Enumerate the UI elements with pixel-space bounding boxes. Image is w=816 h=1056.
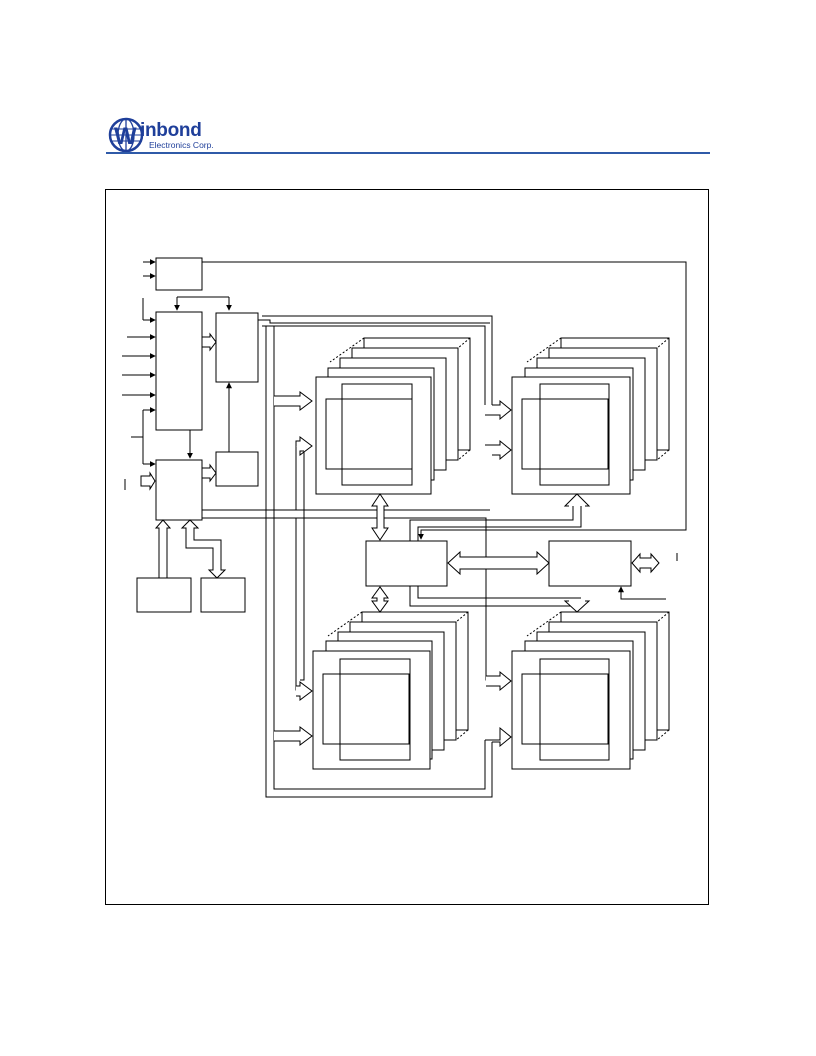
control-logic-block — [155, 311, 203, 431]
row-decoder-block — [136, 577, 192, 613]
address-buffer-block — [155, 459, 203, 521]
brand-subtitle: Electronics Corp. — [149, 140, 214, 150]
diagram-frame — [105, 189, 709, 905]
clock-block — [155, 257, 203, 291]
header-rule — [106, 152, 710, 154]
memory-bank-0 — [315, 337, 471, 495]
winbond-logo-globe-icon: W — [108, 117, 144, 153]
svg-text:W: W — [114, 123, 137, 150]
refresh-counter-block — [215, 451, 259, 487]
column-counter-block — [200, 577, 246, 613]
data-control-block — [365, 540, 448, 587]
brand-name: inbond — [140, 120, 202, 141]
page-header: W inbond Electronics Corp. — [106, 114, 710, 158]
memory-bank-3 — [511, 611, 670, 770]
memory-bank-2 — [312, 611, 469, 770]
mode-register-block — [215, 312, 259, 383]
memory-bank-1 — [511, 337, 670, 495]
io-buffer-block — [548, 540, 632, 587]
